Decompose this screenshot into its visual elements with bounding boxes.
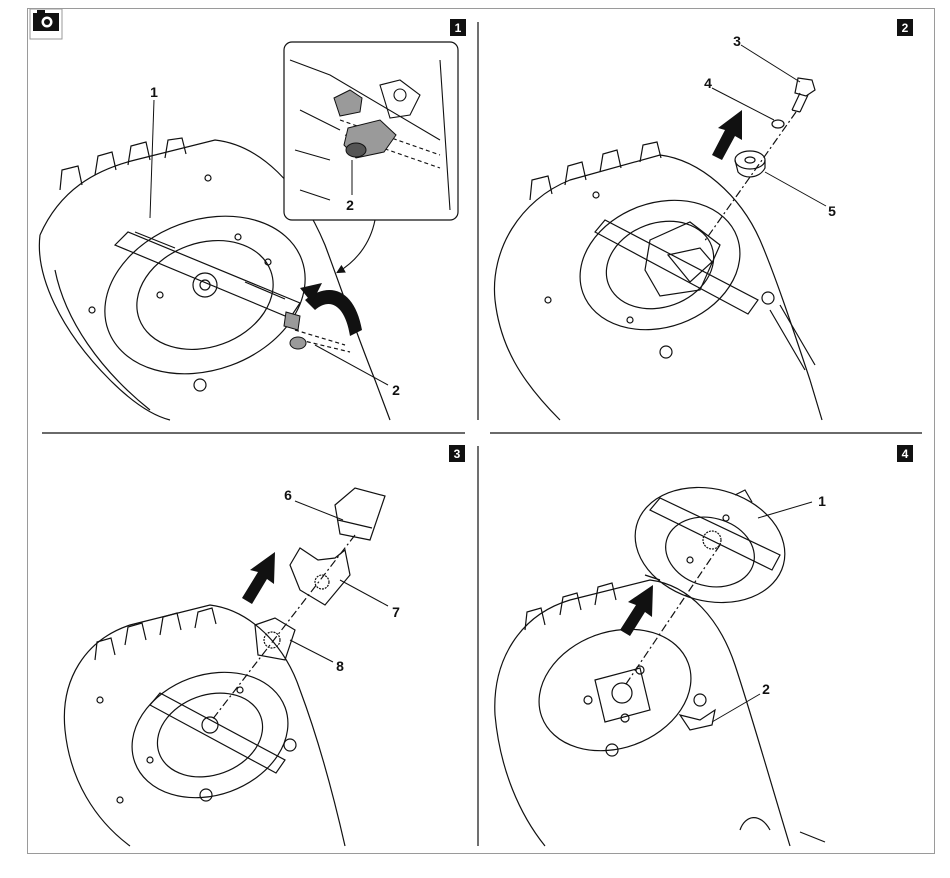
detail-inset (284, 42, 458, 220)
step-badge-3: 3 (449, 445, 465, 462)
lift-arrow-icon (242, 552, 275, 604)
callout-1: 1 (818, 493, 826, 509)
lift-arrow-icon (712, 110, 742, 160)
svg-text:2: 2 (902, 21, 909, 35)
callout-5: 5 (828, 203, 836, 219)
callout-8: 8 (336, 658, 344, 674)
camera-icon (30, 9, 62, 39)
svg-text:1: 1 (455, 21, 462, 35)
callout-1: 1 (150, 84, 158, 100)
callout-4: 4 (704, 75, 712, 91)
svg-text:3: 3 (454, 447, 461, 461)
callout-3: 3 (733, 33, 741, 49)
callout-2: 2 (392, 382, 400, 398)
step-badge-1: 1 (450, 19, 466, 36)
callout-7: 7 (392, 604, 400, 620)
lift-arrow-icon (620, 585, 653, 636)
callout-6: 6 (284, 487, 292, 503)
svg-text:4: 4 (902, 447, 909, 461)
panel-2-illustration (494, 78, 822, 420)
callout-2: 2 (762, 681, 770, 697)
callout-2-inset: 2 (346, 197, 354, 213)
panel-4-illustration (495, 471, 825, 846)
step-badge-2: 2 (897, 19, 913, 36)
step-badge-4: 4 (897, 445, 913, 462)
